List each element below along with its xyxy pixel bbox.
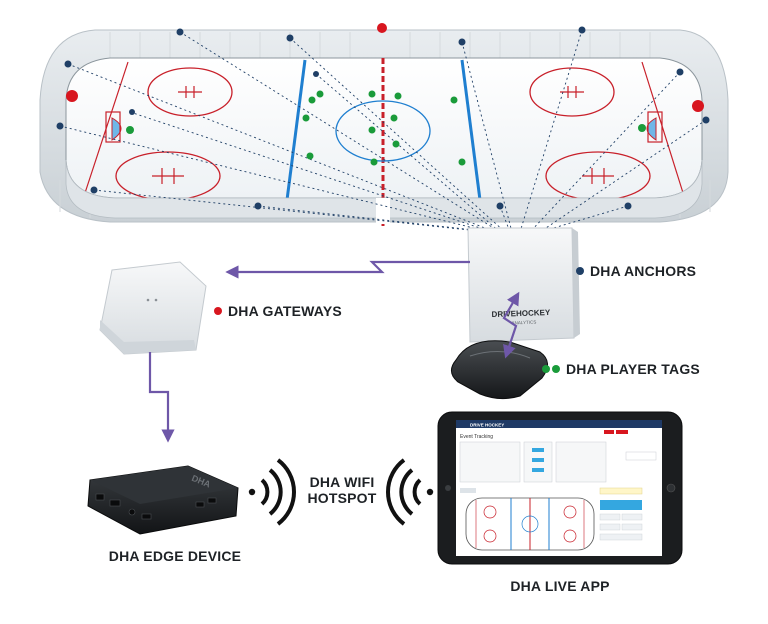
gateway-markers — [66, 23, 704, 112]
anchors-label-text: DHA ANCHORS — [590, 263, 697, 279]
wifi-signal-icon — [386, 458, 434, 526]
goal-crease-left — [111, 117, 122, 141]
tablet-device: DRIVE HOCKEY Event Tracking — [437, 411, 683, 565]
edge-device: DHA — [87, 465, 239, 535]
app-brand: DRIVE HOCKEY — [470, 423, 504, 428]
live-app-label: DHA LIVE APP — [480, 578, 640, 594]
edge-device-label-text: DHA EDGE DEVICE — [108, 548, 242, 564]
gateway-legend-dot — [214, 307, 222, 315]
rink-front-board — [65, 159, 703, 219]
tag-legend-dot-2 — [552, 365, 560, 373]
gateway-device — [99, 261, 207, 355]
anchor-device: DRIVEHOCKEY ANALYTICS — [467, 227, 580, 343]
player-tags-label-text: DHA PLAYER TAGS — [566, 361, 700, 377]
goal-crease-right — [646, 117, 657, 141]
edge-device-label: DHA EDGE DEVICE — [90, 548, 260, 564]
anchor-markers — [56, 26, 710, 210]
center-circle — [335, 100, 431, 162]
live-app-label-text: DHA LIVE APP — [510, 578, 610, 594]
wifi-label-line1: DHA WIFI — [309, 474, 375, 490]
anchor-brand-line2: ANALYTICS — [512, 320, 537, 326]
player-tags-label: DHA PLAYER TAGS — [542, 361, 700, 377]
anchors-label: DHA ANCHORS — [576, 263, 696, 279]
wifi-hotspot-label: DHA WIFI HOTSPOT — [296, 474, 388, 506]
faceoff-circles — [115, 67, 651, 201]
faceoff-hashes — [152, 86, 614, 184]
gateways-label-text: DHA GATEWAYS — [228, 303, 342, 319]
arrow-anchor-to-gateway — [225, 260, 470, 279]
arrow-tag-to-anchor — [502, 291, 520, 359]
anchor-legend-dot — [576, 267, 584, 275]
goal-net-left — [105, 111, 121, 143]
hockey-rink — [39, 29, 729, 228]
anchor-brand-line1: DRIVEHOCKEY — [491, 308, 551, 319]
blue-line-left — [285, 59, 307, 201]
blue-line-right — [460, 59, 482, 201]
player-tag-device — [451, 340, 548, 400]
tag-legend-dot-1 — [542, 365, 550, 373]
gateways-label: DHA GATEWAYS — [214, 303, 342, 319]
player-tag-markers — [126, 90, 646, 166]
wifi-label-line2: HOTSPOT — [307, 490, 377, 506]
goal-line-right — [641, 61, 685, 197]
anchor-signal-lines — [59, 29, 707, 233]
arrow-gateway-to-edge — [148, 352, 175, 443]
rink-bench-gap — [376, 198, 390, 224]
goal-net-right — [647, 111, 663, 143]
wifi-signal-icon — [248, 458, 296, 526]
app-screen-title: Event Tracking — [460, 434, 493, 440]
connection-arrows — [148, 260, 520, 443]
